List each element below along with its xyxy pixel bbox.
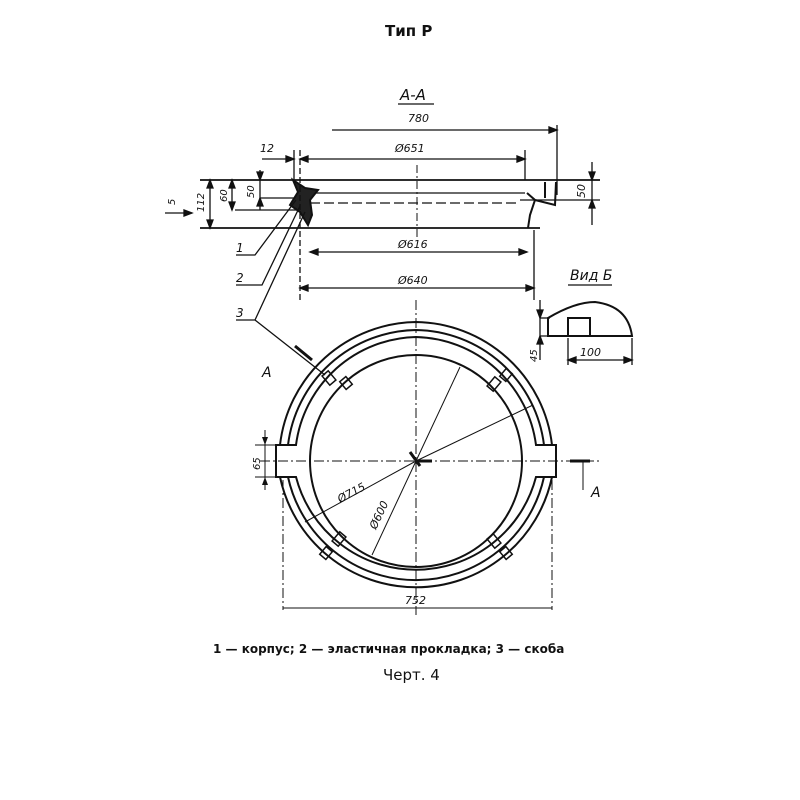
callout-3: 3 [236, 306, 244, 320]
view-b: Вид Б 45 100 [529, 268, 634, 365]
dim-45: 45 [529, 349, 540, 362]
dim-60: 60 [219, 189, 230, 202]
dim-780: 780 [408, 112, 429, 125]
dim-616: Ø616 [397, 238, 428, 251]
legend-caption: 1 — корпус; 2 — эластичная прокладка; 3 … [213, 642, 565, 656]
cut-mark-left: А [261, 365, 272, 381]
drawing-title: Тип Р [385, 22, 433, 40]
dim-65: 65 [252, 457, 263, 470]
dim-50-left: 50 [246, 185, 257, 198]
dim-752: 752 [405, 594, 426, 607]
figure-label: Черт. 4 [383, 666, 440, 684]
cut-mark-right: А [590, 485, 601, 501]
dim-600: Ø600 [367, 499, 392, 532]
section-label: А-А [399, 86, 426, 104]
callout-1: 1 [236, 241, 244, 255]
dim-640: Ø640 [397, 274, 428, 287]
dim-50-right: 50 [575, 184, 588, 198]
section-view: А-А 780 Ø651 12 Ø616 Ø640 112 [165, 86, 600, 376]
dim-112: 112 [196, 193, 207, 212]
dim-5: 5 [167, 199, 178, 205]
plan-view: 752 Ø715 Ø600 65 А [252, 300, 601, 615]
dim-100: 100 [580, 346, 601, 359]
dim-12: 12 [260, 142, 274, 155]
dim-715: Ø715 [334, 480, 367, 506]
view-b-label: Вид Б [570, 268, 612, 284]
dim-651: Ø651 [394, 142, 425, 155]
callout-2: 2 [236, 271, 244, 285]
